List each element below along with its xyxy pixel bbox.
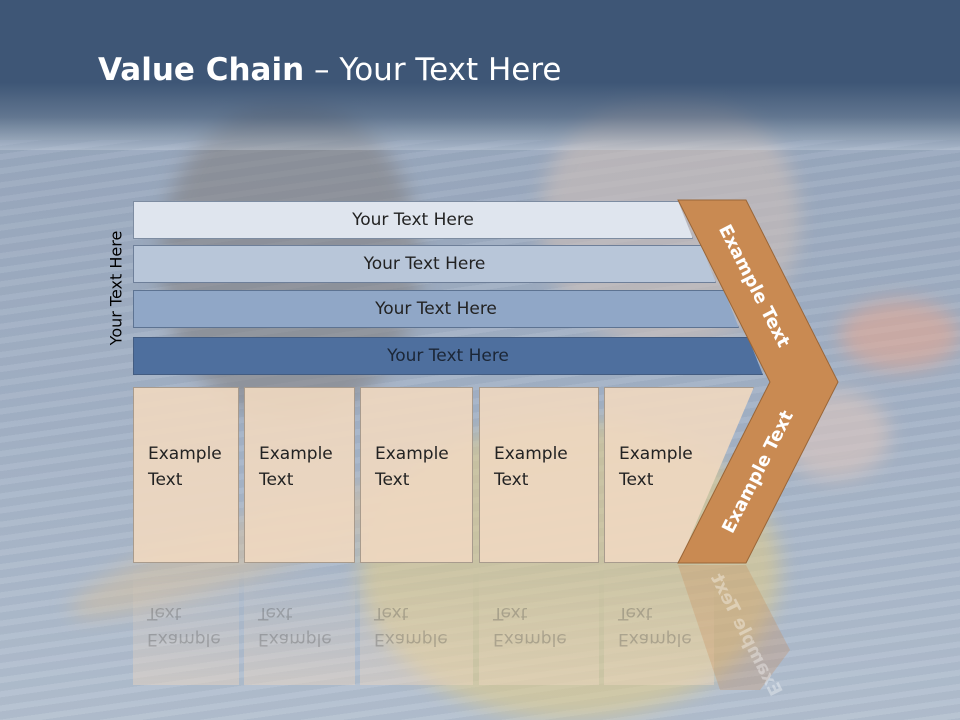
support-bar-4: Your Text Here xyxy=(133,337,763,375)
cell-line1: Example xyxy=(619,444,693,464)
support-bar-label: Your Text Here xyxy=(363,254,486,274)
support-bar-3: Your Text Here xyxy=(133,290,739,328)
cell-reflection: Example Text xyxy=(360,565,473,685)
cell-reflection: Example Text xyxy=(133,565,239,685)
reflection-line2: Text xyxy=(147,603,182,623)
cell-line1: Example xyxy=(259,444,333,464)
side-label: Your Text Here xyxy=(106,230,126,346)
title-bold: Value Chain xyxy=(98,52,305,88)
reflection-line1: Example xyxy=(618,629,692,649)
cell-line2: Text xyxy=(375,470,410,490)
cell-line2: Text xyxy=(148,470,183,490)
slide-title: Value Chain – Your Text Here xyxy=(98,52,561,88)
reflection-line1: Example xyxy=(374,629,448,649)
cell-reflection: Example Text xyxy=(244,565,355,685)
cell-line2: Text xyxy=(259,470,294,490)
support-bar-label: Your Text Here xyxy=(387,346,509,366)
reflection-line2: Text xyxy=(258,603,293,623)
cell-line1: Example xyxy=(148,444,222,464)
reflection-line1: Example xyxy=(493,629,567,649)
reflection-line2: Text xyxy=(618,603,653,623)
reflection-line2: Text xyxy=(493,603,528,623)
cell-reflection: Example Text xyxy=(604,565,714,685)
reflection-line1: Example xyxy=(147,629,221,649)
support-bar-label: Your Text Here xyxy=(352,210,474,230)
support-bar-1: Your Text Here xyxy=(133,201,693,239)
reflection-line2: Text xyxy=(374,603,409,623)
cell-line1: Example xyxy=(494,444,568,464)
cell-reflection: Example Text xyxy=(479,565,599,685)
paddle-blade xyxy=(840,300,960,370)
title-bar xyxy=(0,0,960,150)
cell-line2: Text xyxy=(494,470,529,490)
support-bar-2: Your Text Here xyxy=(133,245,716,283)
title-rest: – Your Text Here xyxy=(304,52,562,88)
reflection-line1: Example xyxy=(258,629,332,649)
cell-line2: Text xyxy=(619,470,654,490)
cell-line1: Example xyxy=(375,444,449,464)
support-bar-label: Your Text Here xyxy=(375,299,497,319)
